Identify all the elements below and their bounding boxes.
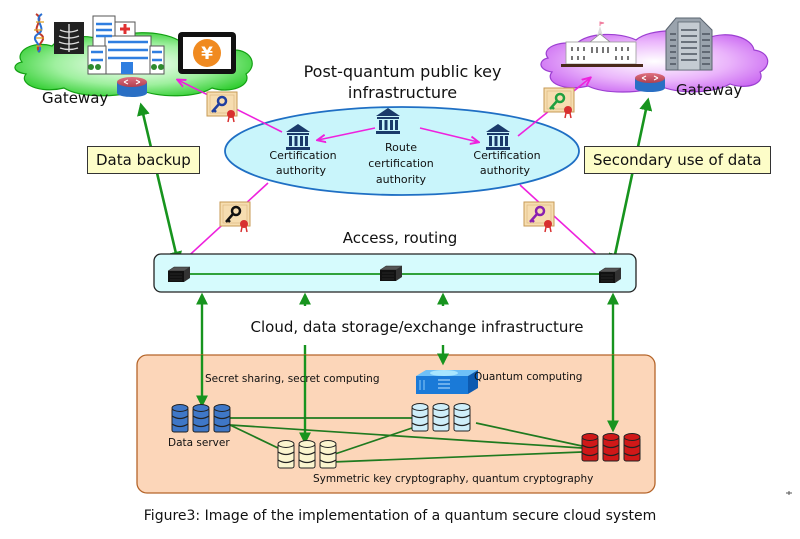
router-icon xyxy=(117,77,147,97)
root-to-right-ca-arrow xyxy=(419,127,478,142)
certificate-purple-key-icon xyxy=(523,201,555,233)
data-backup-link xyxy=(137,102,182,265)
storage-mesh-links xyxy=(229,417,583,463)
svg-text:¥: ¥ xyxy=(201,44,213,64)
certificate-blue-key-icon xyxy=(206,91,238,123)
certificate-black-key-icon xyxy=(219,201,251,233)
edge-server-right-icon xyxy=(598,267,622,284)
secondary-use-link xyxy=(608,97,653,267)
cream-db-icon xyxy=(277,439,337,469)
pki-title-line1: Post-quantum public key xyxy=(303,62,502,81)
root-ca-label-line3: authority xyxy=(375,173,427,186)
xray-icon xyxy=(54,22,84,54)
root-ca-label-line1: Route xyxy=(385,141,417,154)
data-server-db-icon xyxy=(171,403,231,433)
quantum-computer-icon xyxy=(416,370,478,394)
left-ca-label-line2: authority xyxy=(275,164,327,177)
right-gateway-label: Gateway xyxy=(676,81,743,99)
pki-title-line2: infrastructure xyxy=(347,83,458,102)
quantum-db-icon xyxy=(411,402,471,432)
margin-mark xyxy=(786,491,792,495)
right-ca-label-line1: Certification xyxy=(473,149,541,162)
right-ca-label-line2: authority xyxy=(479,164,531,177)
cloud-storage-label: Cloud, data storage/exchange infrastruct… xyxy=(250,318,584,336)
router-icon xyxy=(635,73,665,92)
left-gateway-label: Gateway xyxy=(42,89,109,107)
crypto-label: Symmetric key cryptography, quantum cryp… xyxy=(313,473,594,485)
core-server-icon xyxy=(379,265,403,282)
secondary-use-label: Secondary use of data xyxy=(584,146,771,174)
left-ca-label-line1: Certification xyxy=(269,149,337,162)
edge-server-left-icon xyxy=(167,266,191,283)
data-backup-label: Data backup xyxy=(87,146,200,174)
secret-sharing-label: Secret sharing, secret computing xyxy=(205,373,380,385)
root-ca-label-line2: certification xyxy=(368,157,434,170)
data-server-label: Data server xyxy=(168,437,230,449)
quantum-computing-label: Quantum computing xyxy=(474,371,583,383)
red-db-icon xyxy=(581,432,641,462)
root-to-left-ca-arrow xyxy=(318,127,376,140)
office-tower-icon xyxy=(665,17,713,71)
tablet-yen-icon: ¥ xyxy=(178,32,236,74)
certificate-green-key-icon xyxy=(543,87,575,119)
figure-caption: Figure3: Image of the implementation of … xyxy=(143,508,657,524)
hospital-icon xyxy=(87,15,165,75)
routing-label: Access, routing xyxy=(342,229,458,247)
government-building-icon xyxy=(561,21,643,67)
storage-box xyxy=(136,354,656,494)
dna-icon xyxy=(33,13,45,53)
